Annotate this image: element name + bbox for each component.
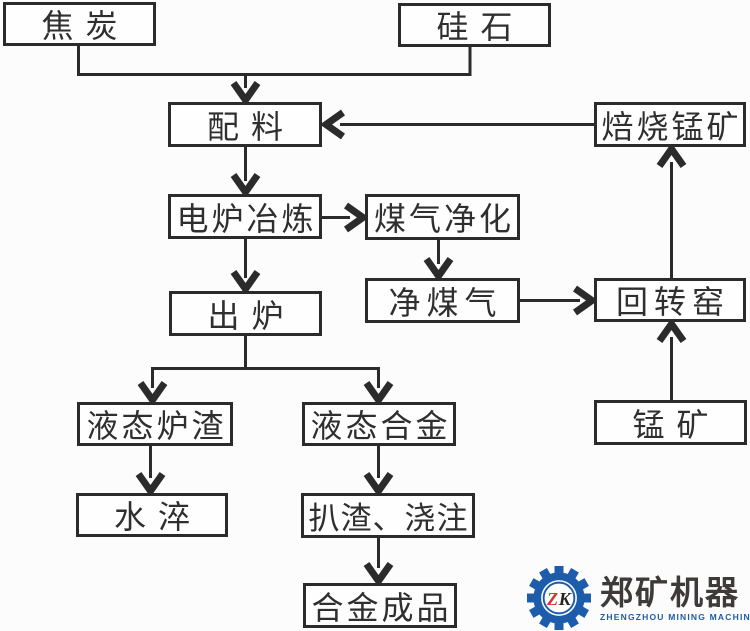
node-liquid-alloy: 液态合金 <box>302 402 456 446</box>
arrowhead-down <box>230 269 261 296</box>
company-name-cn: 郑矿机器 <box>600 573 740 611</box>
arrowhead-up <box>656 317 687 344</box>
node-silica: 硅石 <box>398 3 551 47</box>
arrowhead-down <box>230 80 261 107</box>
node-ef-smelting: 电炉冶炼 <box>168 194 322 239</box>
zk-gear-icon: Z K <box>527 566 591 630</box>
arrowhead-up <box>656 142 687 169</box>
arrowhead-down <box>230 172 261 199</box>
arrowhead-right <box>572 285 599 316</box>
node-gas-purification: 煤气净化 <box>365 194 520 240</box>
arrowhead-down <box>363 471 394 498</box>
arrowhead-down <box>363 561 394 588</box>
node-roasted-mn-ore: 焙烧锰矿 <box>594 102 746 147</box>
arrowhead-down <box>135 471 166 498</box>
node-clean-gas: 净煤气 <box>365 278 520 323</box>
zk-monogram-k: K <box>558 589 572 609</box>
arrowhead-down <box>137 380 168 407</box>
node-liquid-slag: 液态炉渣 <box>77 402 233 446</box>
node-slag-skim-casting: 扒渣、浇注 <box>301 493 475 538</box>
node-tapping: 出炉 <box>169 291 322 336</box>
company-name-en: ZHENGZHOU MINING MACHINERY <box>600 611 750 622</box>
node-rotary-kiln: 回转窑 <box>594 278 746 322</box>
arrowhead-down <box>423 256 454 283</box>
node-coke: 焦炭 <box>3 2 156 46</box>
node-batching: 配料 <box>168 102 322 147</box>
arrowhead-right <box>343 202 370 233</box>
arrowhead-left <box>319 109 346 140</box>
node-water-quench: 水淬 <box>76 493 228 537</box>
arrowhead-down <box>363 380 394 407</box>
node-mn-ore: 锰矿 <box>594 400 747 445</box>
company-name-block: 郑矿机器 ZHENGZHOU MINING MACHINERY <box>600 573 750 622</box>
zk-monogram-z: Z <box>546 589 558 609</box>
node-alloy-product: 合金成品 <box>303 583 457 628</box>
company-logo: Z K 郑矿机器 ZHENGZHOU MINING MACHINERY <box>527 566 750 630</box>
